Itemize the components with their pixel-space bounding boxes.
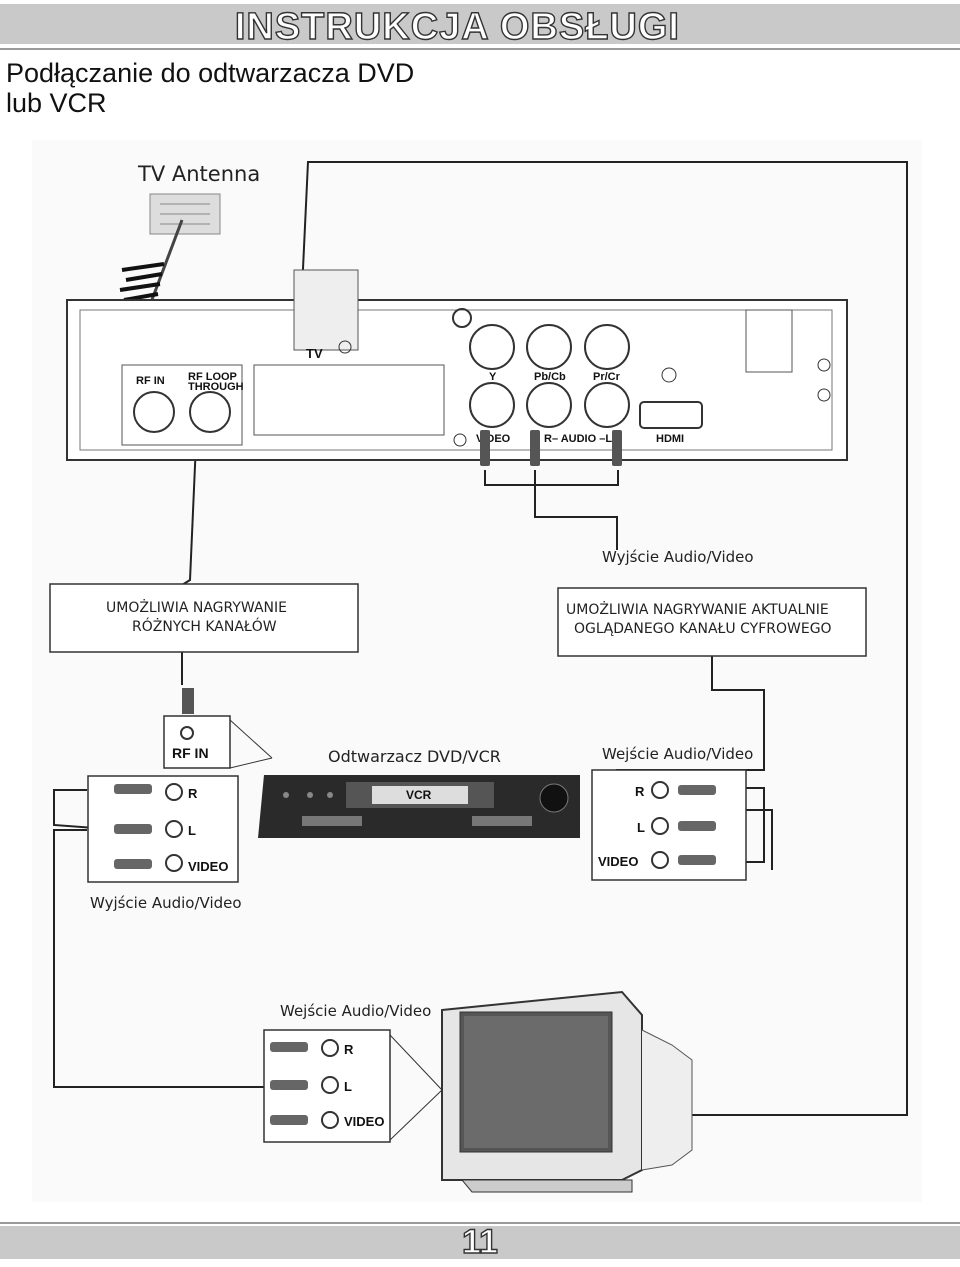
receiver-audio-label: R– AUDIO –L <box>544 433 612 445</box>
tv-av-in-label: Wejście Audio/Video <box>280 1002 431 1020</box>
tv-in-jack-video: VIDEO <box>344 1114 384 1129</box>
tv-in-jack-r: R <box>344 1042 354 1057</box>
receiver-hdmi-label: HDMI <box>656 433 684 445</box>
note-right-line-1: UMOŻLIWIA NAGRYWANIE AKTUALNIE <box>566 600 829 618</box>
footer-band <box>0 1226 960 1259</box>
page-title: INSTRUKCJA OBSŁUGI <box>234 5 680 48</box>
page-number: 11 <box>461 1222 498 1261</box>
scart-plug-icon <box>293 269 359 351</box>
note-box-right <box>557 587 867 657</box>
vcr-av-in-box <box>591 769 747 881</box>
antenna-icon <box>119 193 221 306</box>
vcr-in-rca-plugs <box>678 785 716 865</box>
receiver-pr-label: Pr/Cr <box>593 371 621 383</box>
vcr-in-jack-l: L <box>637 820 645 835</box>
receiver-y-label: Y <box>489 371 497 383</box>
receiver-av-out-label: Wyjście Audio/Video <box>602 548 754 566</box>
rf-in-port-icon <box>133 391 175 433</box>
note-left-line-1: UMOŻLIWIA NAGRYWANIE <box>106 598 287 616</box>
receiver-pb-label: Pb/Cb <box>534 371 566 383</box>
hdmi-port-icon <box>639 401 703 429</box>
receiver-rca-plugs <box>480 430 622 466</box>
header-bar: INSTRUKCJA OBSŁUGI <box>0 0 960 50</box>
receiver-rear-panel <box>66 269 848 461</box>
header-band <box>0 4 960 44</box>
vcr-device <box>258 775 580 838</box>
note-right-line-2: OGLĄDANEGO KANAŁU CYFROWEGO <box>574 621 832 637</box>
receiver-rf-loop-label-2: THROUGH <box>188 381 244 393</box>
vcr-out-jack-l: L <box>188 823 196 838</box>
vcr-rf-in-label: RF IN <box>172 745 209 761</box>
footer-rule <box>0 1222 960 1224</box>
receiver-rf-loop-label-1: RF LOOP <box>188 371 237 383</box>
receiver-tv-label: TV <box>306 346 323 361</box>
vcr-av-out-box <box>87 775 239 883</box>
vcr-label: VCR <box>406 788 432 802</box>
vcr-av-in-label: Wejście Audio/Video <box>602 745 753 763</box>
vcr-rf-plug-icon <box>182 688 194 714</box>
tv-in-rca-plugs <box>270 1042 308 1125</box>
footer-bar: 11 <box>0 1222 960 1267</box>
vcr-av-out-label: Wyjście Audio/Video <box>90 894 242 912</box>
television-icon <box>441 990 693 1193</box>
note-left-line-2: RÓŻNYCH KANAŁÓW <box>132 617 277 635</box>
vcr-out-jack-r: R <box>188 786 198 801</box>
rf-loop-port-icon <box>189 391 231 433</box>
connection-diagram: TV Antenna <box>32 140 922 1202</box>
receiver-rf-in-label: RF IN <box>136 375 165 387</box>
tv-in-jack-l: L <box>344 1079 352 1094</box>
vcr-rf-in-box <box>163 715 231 769</box>
vcr-in-jack-r: R <box>635 784 645 799</box>
note-box-left <box>49 583 359 653</box>
vcr-title: Odtwarzacz DVD/VCR <box>328 747 501 766</box>
antenna-label: TV Antenna <box>137 162 260 186</box>
diagram-svg: TV Antenna <box>49 161 908 1193</box>
vcr-in-jack-video: VIDEO <box>598 854 638 869</box>
section-title: Podłączanie do odtwarzacza DVD lub VCR <box>6 58 415 118</box>
header-rule <box>0 48 960 50</box>
vcr-out-rca-plugs <box>114 784 152 869</box>
vcr-out-jack-video: VIDEO <box>188 859 228 874</box>
